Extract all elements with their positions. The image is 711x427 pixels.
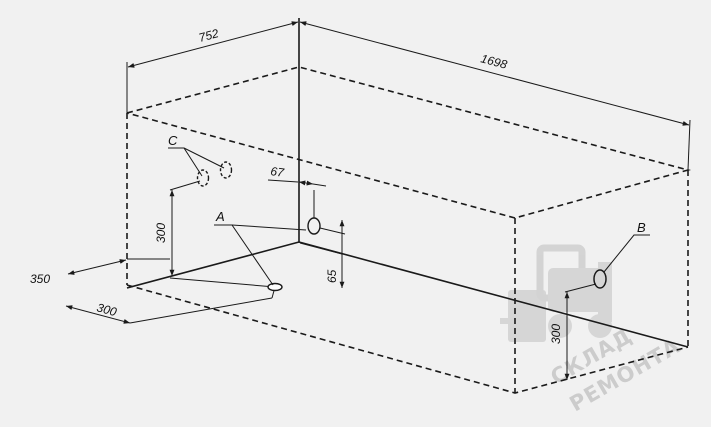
label-c: C [168, 133, 178, 148]
label-a: A [215, 209, 225, 224]
offset-67-label: 67 [270, 164, 286, 180]
offset-300-label: 300 [95, 300, 118, 319]
point-c: C 300 [154, 133, 233, 276]
depth-350-label: 350 [30, 272, 50, 286]
point-a: A [214, 209, 307, 292]
label-b: B [637, 220, 646, 235]
watermark: СКЛАД РЕМОНТА [500, 244, 685, 416]
height-c-label: 300 [154, 223, 168, 243]
hole-c1-icon [196, 169, 210, 187]
dimension-width: 752 [126, 18, 300, 113]
hole-c2-icon [219, 161, 233, 179]
height-65-label: 65 [325, 269, 339, 283]
hole-overflow-icon [307, 217, 321, 235]
hole-a-icon [267, 282, 283, 292]
dimension-length: 1698 [299, 21, 691, 171]
hole-b-icon [593, 269, 607, 289]
forklift-logo-icon [500, 244, 612, 342]
width-label: 752 [197, 26, 220, 45]
point-b: B 300 [549, 220, 650, 380]
length-label: 1698 [479, 51, 509, 72]
overflow-hole: 67 65 [267, 164, 346, 288]
floor-dimensions: 350 300 [30, 258, 276, 324]
height-b-label: 300 [549, 324, 563, 344]
